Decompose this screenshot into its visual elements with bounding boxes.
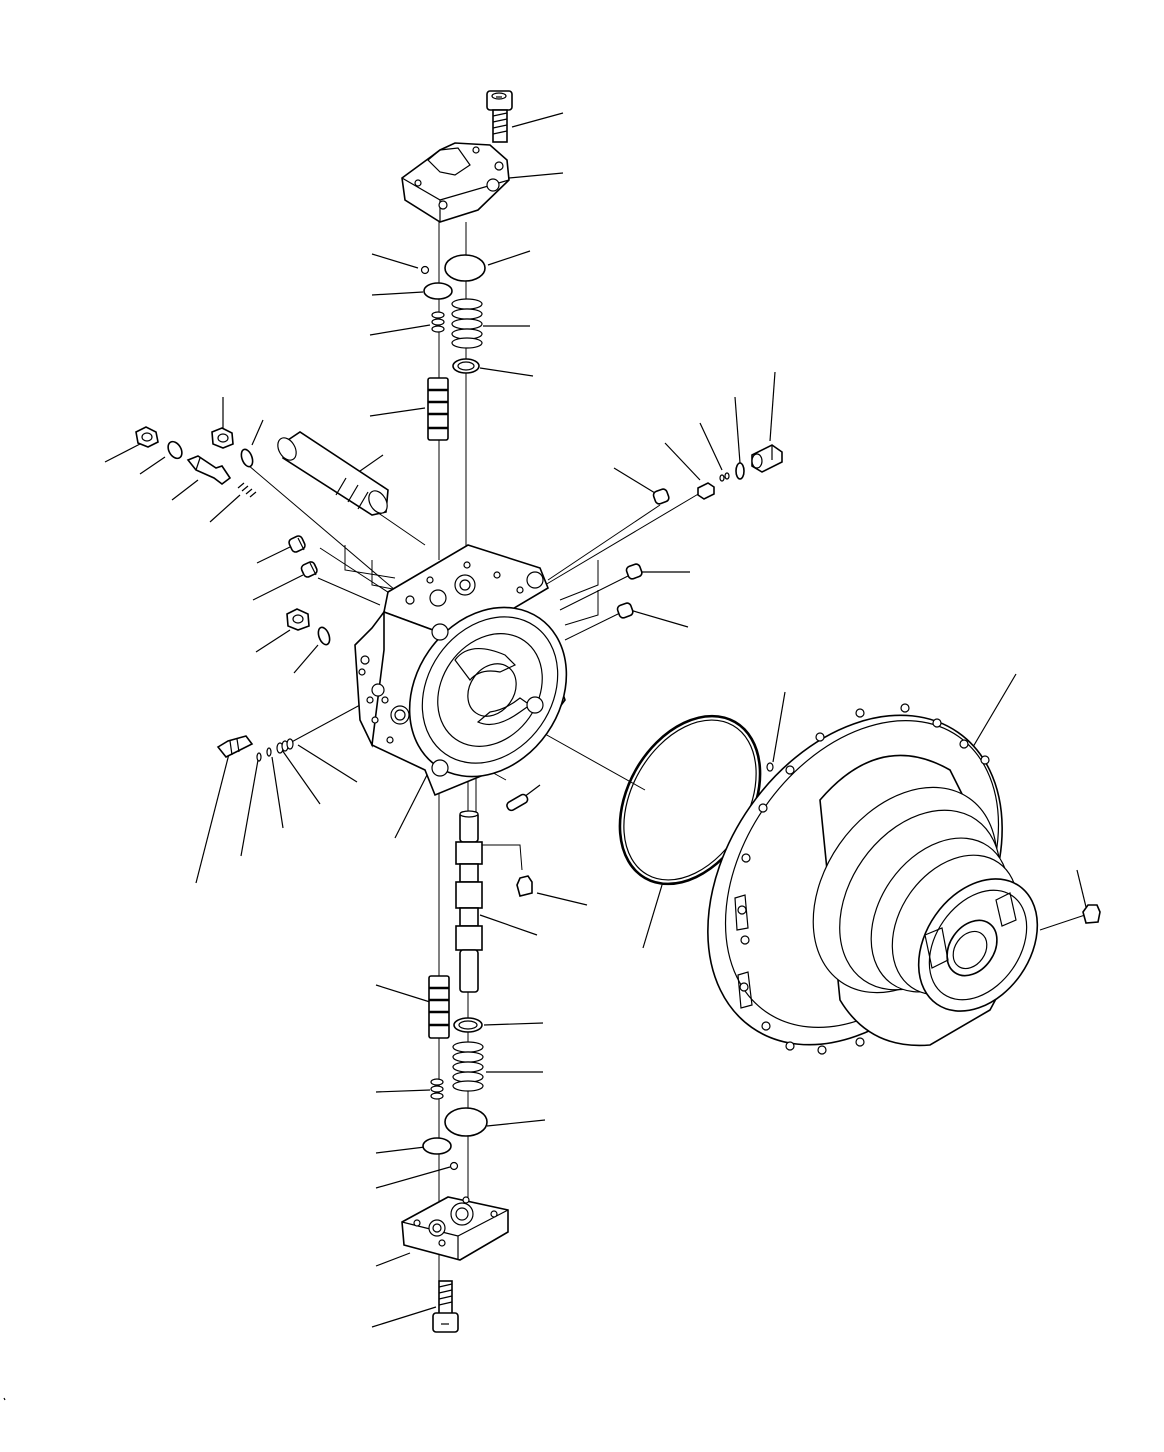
plug-bottom <box>516 875 533 897</box>
pin <box>506 793 529 812</box>
leader-o-ring-right <box>734 396 741 464</box>
spring-right <box>719 472 730 482</box>
leader-check-valve-right <box>664 442 701 481</box>
leader-seal-plate-bottom <box>486 1119 546 1127</box>
leader-plug-upper-left-1 <box>256 546 291 564</box>
leader-cover-bottom <box>375 1252 411 1267</box>
plug-nut-left-2 <box>286 608 310 631</box>
leader-plug-upper-left-2 <box>252 574 304 601</box>
plug-left <box>135 426 159 448</box>
leader-spring-inner-top <box>369 324 431 336</box>
spring-inner-top <box>431 311 445 333</box>
plug-right-1 <box>652 488 670 505</box>
leader-spring-inner-bottom <box>375 1089 431 1093</box>
plug-upper-left-2 <box>300 561 318 578</box>
leader-valve-housing <box>394 774 428 839</box>
leader-plug-right-3 <box>629 609 689 628</box>
check-valve-right <box>697 482 715 500</box>
spring-bottom <box>452 1041 484 1092</box>
plug-upper-left-1 <box>288 535 306 553</box>
plug-nut-right <box>751 444 783 473</box>
leader-plug-left <box>104 443 141 463</box>
leader-main-spool <box>479 914 538 936</box>
valve-spool-bottom <box>428 975 450 1039</box>
spring-left-2 <box>276 738 294 754</box>
o-ring-left-2 <box>317 626 331 646</box>
leader-valve-spool-bottom <box>375 984 431 1003</box>
leader-orifice-top <box>371 291 424 296</box>
leader-o-ring-left-3 <box>240 759 259 857</box>
seal-plate-top <box>444 254 486 282</box>
cap-screw-bottom <box>432 1280 459 1333</box>
leader-ball-bottom <box>375 1166 451 1189</box>
leader-spring-left-2 <box>271 756 284 829</box>
leader-plug-bottom <box>536 892 588 906</box>
leader-plug-nut-left-2 <box>255 629 291 653</box>
leader-plug-case <box>1076 869 1087 908</box>
o-ring-bottom <box>453 1017 483 1033</box>
spring-top <box>451 298 483 349</box>
plug-case <box>1082 904 1101 924</box>
cover-top <box>401 142 510 223</box>
leader-plug-left-4 <box>297 744 358 783</box>
cover-bottom <box>401 1196 509 1261</box>
orifice-bottom <box>422 1137 452 1155</box>
leader-orifice-bottom <box>375 1146 426 1154</box>
leader-o-ring-small-left <box>251 419 264 446</box>
leader-spring-right <box>699 422 723 471</box>
leader-o-ring-left <box>139 456 166 475</box>
seal-plate-bottom <box>444 1107 488 1137</box>
leader-check-valve-left <box>195 749 231 884</box>
main-spool <box>455 810 483 993</box>
leader-o-ring-bottom <box>483 1022 544 1026</box>
leader-o-ring-left-2 <box>293 644 319 674</box>
ball-top <box>420 265 430 275</box>
leader-valve-spool-top <box>369 407 426 417</box>
spring-inner-bottom <box>430 1078 444 1100</box>
o-ring-left <box>167 440 183 460</box>
o-ring-top <box>452 358 480 374</box>
leader-cap-screw-top <box>511 112 564 128</box>
o-ring-small-left <box>240 448 254 468</box>
leader-plug-right-1 <box>613 467 656 494</box>
leader-cover-top <box>508 172 564 179</box>
valve-housing <box>354 544 568 797</box>
o-ring-left-3 <box>256 747 272 762</box>
leader-cap-screw-bottom <box>371 1306 437 1328</box>
valve-spool-top <box>427 377 449 441</box>
motor-case <box>707 703 1039 1055</box>
ball-bottom <box>449 1161 459 1171</box>
o-ring-right <box>735 462 745 480</box>
leader-plug-nut-right <box>769 371 776 442</box>
plug-nut-left <box>211 427 234 449</box>
leader-valve-left <box>171 479 199 501</box>
check-valve-left <box>216 735 254 759</box>
leader-large-o-ring <box>642 884 663 949</box>
spring-left <box>237 482 257 498</box>
plug-right-2 <box>625 563 643 580</box>
leader-plug-case-top <box>772 691 786 763</box>
plug-right-3 <box>616 602 634 619</box>
orifice-top <box>423 282 453 300</box>
edge-mark <box>3 1397 6 1401</box>
valve-left <box>186 455 232 485</box>
leader-ball-top <box>371 253 419 269</box>
shaft-pin <box>277 431 389 516</box>
leader-motor-case <box>969 673 1017 753</box>
cap-screw-top <box>486 90 513 143</box>
leader-seal-plate-top <box>487 250 531 266</box>
callout-leaders <box>104 112 1087 1328</box>
leader-plug-left-3 <box>281 749 321 805</box>
leader-o-ring-top <box>479 367 534 377</box>
plug-case-top <box>766 762 774 772</box>
leader-spring-left <box>209 494 241 523</box>
